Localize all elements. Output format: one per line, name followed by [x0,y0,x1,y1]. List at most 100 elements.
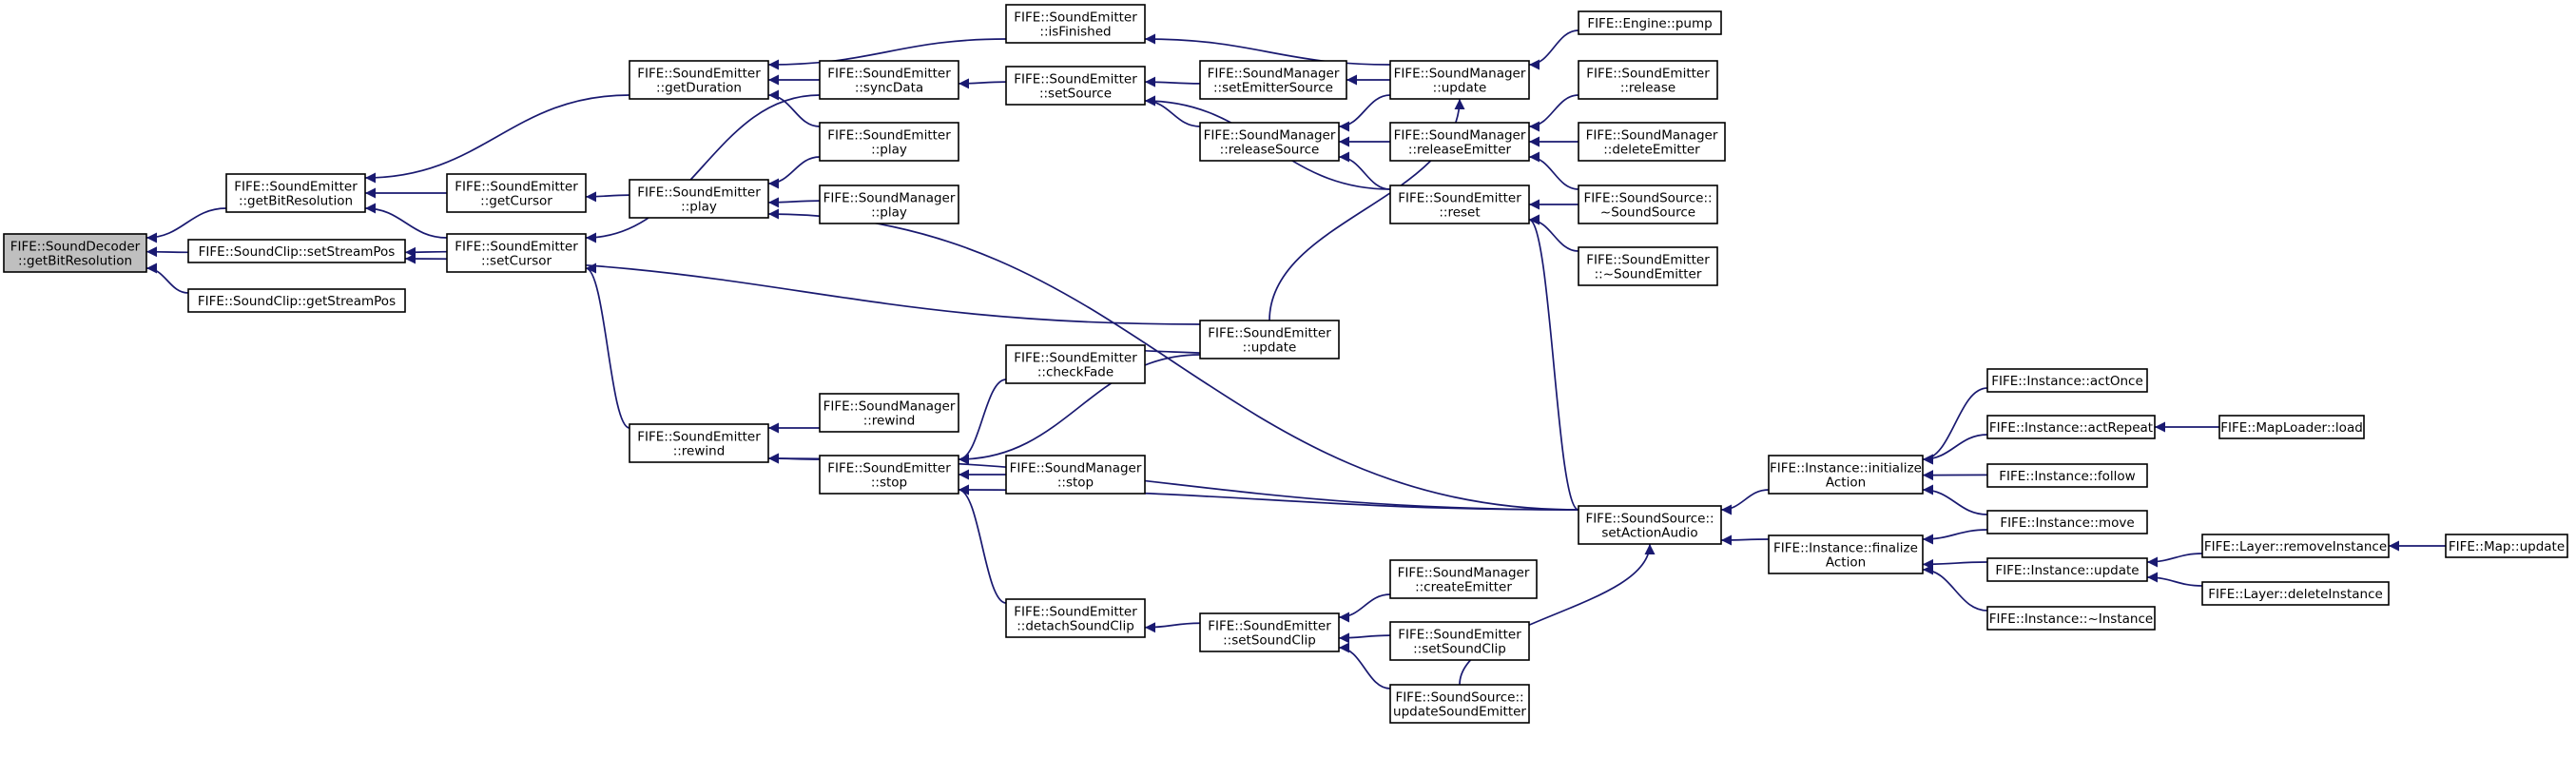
graph-node[interactable]: FIFE::SoundEmitter::~SoundEmitter [1578,246,1718,286]
graph-node[interactable]: FIFE::SoundEmitter::setSource [1005,66,1146,106]
graph-node[interactable]: FIFE::SoundEmitter::play [629,179,769,219]
node-label-line: FIFE::SoundSource:: [1395,690,1523,706]
node-label-line: ::setSource [1039,87,1112,102]
graph-node[interactable]: FIFE::SoundSource::~SoundSource [1578,185,1718,224]
graph-node[interactable]: FIFE::Instance::follow [1986,463,2148,488]
node-label-line: FIFE::SoundDecoder [10,240,141,255]
node-label-line: ::release [1620,81,1675,96]
graph-node[interactable]: FIFE::SoundManager::stop [1005,455,1146,495]
graph-node[interactable]: FIFE::SoundClip::setStreamPos [187,239,406,263]
node-label-line: FIFE::SoundManager [1394,128,1526,144]
node-label-line: FIFE::SoundEmitter [827,67,951,82]
node-box [1005,344,1146,384]
call-edge-arrow [767,156,821,189]
call-edge-arrow [1338,593,1391,623]
node-label-line: ::setSoundClip [1413,642,1506,657]
graph-node[interactable]: FIFE::SoundEmitter::release [1578,60,1718,100]
graph-node[interactable]: FIFE::SoundClip::getStreamPos [187,288,406,313]
node-box [819,393,959,433]
node-label-line: ::getDuration [656,81,742,96]
node-label-line: FIFE::SoundManager [1208,67,1340,82]
graph-node[interactable]: FIFE::Engine::pump [1578,10,1722,35]
node-label-line: FIFE::SoundClip::setStreamPos [199,244,396,260]
node-label-line: FIFE::SoundEmitter [637,67,761,82]
graph-node[interactable]: FIFE::SoundManager::rewind [819,393,959,433]
node-label-line: ::getBitResolution [239,194,353,209]
node-label-line: FIFE::Instance::update [1995,563,2139,578]
graph-node[interactable]: FIFE::Layer::removeInstance [2201,534,2390,558]
node-label-line: ::rewind [673,444,726,459]
node-box [629,423,769,463]
graph-node[interactable]: FIFE::SoundManager::releaseSource [1199,122,1340,162]
node-label-line: FIFE::MapLoader::load [2220,420,2363,436]
graph-node[interactable]: FIFE::Instance::update [1986,557,2148,582]
node-label-line: FIFE::Instance::~Instance [1989,612,2153,627]
call-edge-arrow [767,208,1579,511]
graph-node[interactable]: FIFE::Map::update [2445,534,2568,558]
graph-node[interactable]: FIFE::SoundManager::deleteEmitter [1578,122,1726,162]
graph-node[interactable]: FIFE::SoundSource::updateSoundEmitter [1389,684,1530,724]
node-box [1768,534,1924,574]
graph-node[interactable]: FIFE::SoundEmitter::getBitResolution [225,173,366,213]
node-box [1005,4,1146,44]
graph-node[interactable]: FIFE::SoundEmitter::detachSoundClip [1005,598,1146,638]
graph-node[interactable]: FIFE::MapLoader::load [2218,415,2365,439]
graph-node[interactable]: FIFE::SoundEmitter::syncData [819,60,959,100]
graph-node[interactable]: FIFE::SoundEmitter::setSoundClip [1389,621,1530,661]
graph-node[interactable]: FIFE::SoundEmitter::setSoundClip [1199,612,1340,652]
graph-node[interactable]: FIFE::SoundManager::releaseEmitter [1389,122,1530,162]
node-label-line: FIFE::Instance::actOnce [1991,374,2143,389]
node-label-line: FIFE::SoundEmitter [455,180,578,195]
node-box [1578,10,1722,35]
node-box [819,185,959,224]
graph-node[interactable]: FIFE::Instance::move [1986,510,2148,534]
node-box [1005,455,1146,495]
graph-node[interactable]: FIFE::SoundManager::setEmitterSource [1199,60,1347,100]
graph-node[interactable]: FIFE::SoundEmitter::play [819,122,959,162]
call-edge-arrow [145,262,189,294]
node-label-line: FIFE::Instance::finalize [1773,541,1918,556]
graph-node[interactable]: FIFE::SoundManager::createEmitter [1389,559,1538,599]
graph-node[interactable]: FIFE::SoundEmitter::getDuration [629,60,769,100]
graph-node[interactable]: FIFE::SoundManager::update [1389,60,1530,100]
graph-node[interactable]: FIFE::SoundEmitter::stop [819,455,959,495]
node-label-line: ::play [681,200,717,215]
graph-node[interactable]: FIFE::SoundEmitter::update [1199,320,1340,359]
node-label-line: ::reset [1439,205,1480,221]
graph-node[interactable]: FIFE::SoundEmitter::reset [1389,185,1530,224]
graph-node[interactable]: FIFE::Instance::actOnce [1986,368,2148,393]
node-label-line: ::getCursor [480,194,552,209]
node-label-line: FIFE::SoundEmitter [1014,605,1137,620]
node-label-line: ::releaseEmitter [1408,143,1512,158]
call-edge-arrow [364,203,448,239]
graph-node[interactable]: FIFE::Instance::actRepeat [1986,415,2156,439]
graph-node[interactable]: FIFE::SoundEmitter::isFinished [1005,4,1146,44]
node-box [2201,581,2390,606]
node-label-line: ::update [1243,340,1297,356]
call-edge-arrow [1528,151,1579,190]
graph-node[interactable]: FIFE::Instance::~Instance [1986,606,2156,631]
node-label-line: FIFE::SoundSource:: [1585,512,1714,527]
graph-node[interactable]: FIFE::SoundManager::play [819,185,959,224]
node-label-line: FIFE::Instance::initialize [1770,461,1922,476]
node-box [187,239,406,263]
graph-node[interactable]: FIFE::SoundSource::setActionAudio [1578,505,1722,545]
node-box [1578,60,1718,100]
graph-node[interactable]: FIFE::SoundEmitter::setCursor [446,233,587,273]
node-label-line: FIFE::SoundEmitter [1014,72,1137,87]
node-label-line: FIFE::SoundSource:: [1583,191,1712,206]
node-box [1389,60,1530,100]
graph-node[interactable]: FIFE::SoundEmitter::checkFade [1005,344,1146,384]
call-edge-arrow [1338,94,1391,132]
node-label-line: ::~SoundEmitter [1595,267,1702,282]
call-edge-arrow [1144,622,1201,633]
graph-node[interactable]: FIFE::Layer::deleteInstance [2201,581,2390,606]
node-label-line: ::play [871,205,907,221]
node-label-line: FIFE::SoundManager [1394,67,1526,82]
node-box [819,60,959,100]
graph-node[interactable]: FIFE::SoundEmitter::rewind [629,423,769,463]
node-label-line: FIFE::SoundEmitter [1014,351,1137,366]
graph-node[interactable]: FIFE::SoundEmitter::getCursor [446,173,587,213]
